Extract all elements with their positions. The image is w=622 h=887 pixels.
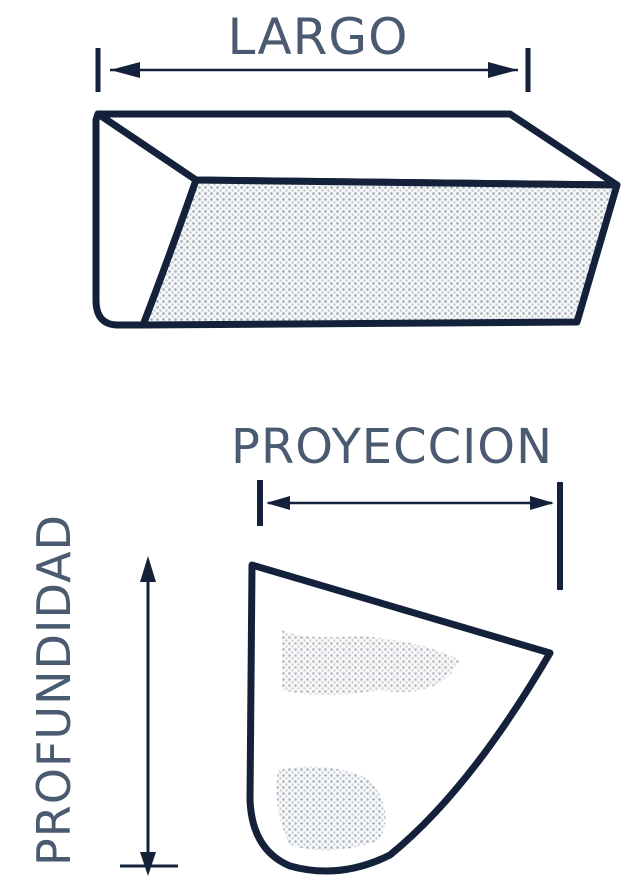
arrow-down-icon: [140, 852, 156, 876]
arrow-up-icon: [140, 556, 156, 582]
arrow-left-icon: [110, 62, 140, 78]
arrow-right-icon: [488, 62, 518, 78]
projection-dimension-line: [257, 480, 563, 590]
arrow-left-icon: [266, 496, 290, 510]
length-dimension-line: [95, 48, 531, 92]
arrow-right-icon: [530, 496, 554, 510]
length-label: LARGO: [227, 8, 408, 66]
projection-label: PROYECCION: [231, 419, 553, 475]
awning-side-profile: [246, 561, 554, 875]
depth-dimension-line: [120, 556, 178, 876]
awning-perspective-view: [92, 110, 621, 329]
depth-label: PROFUNDIDAD: [27, 514, 81, 866]
